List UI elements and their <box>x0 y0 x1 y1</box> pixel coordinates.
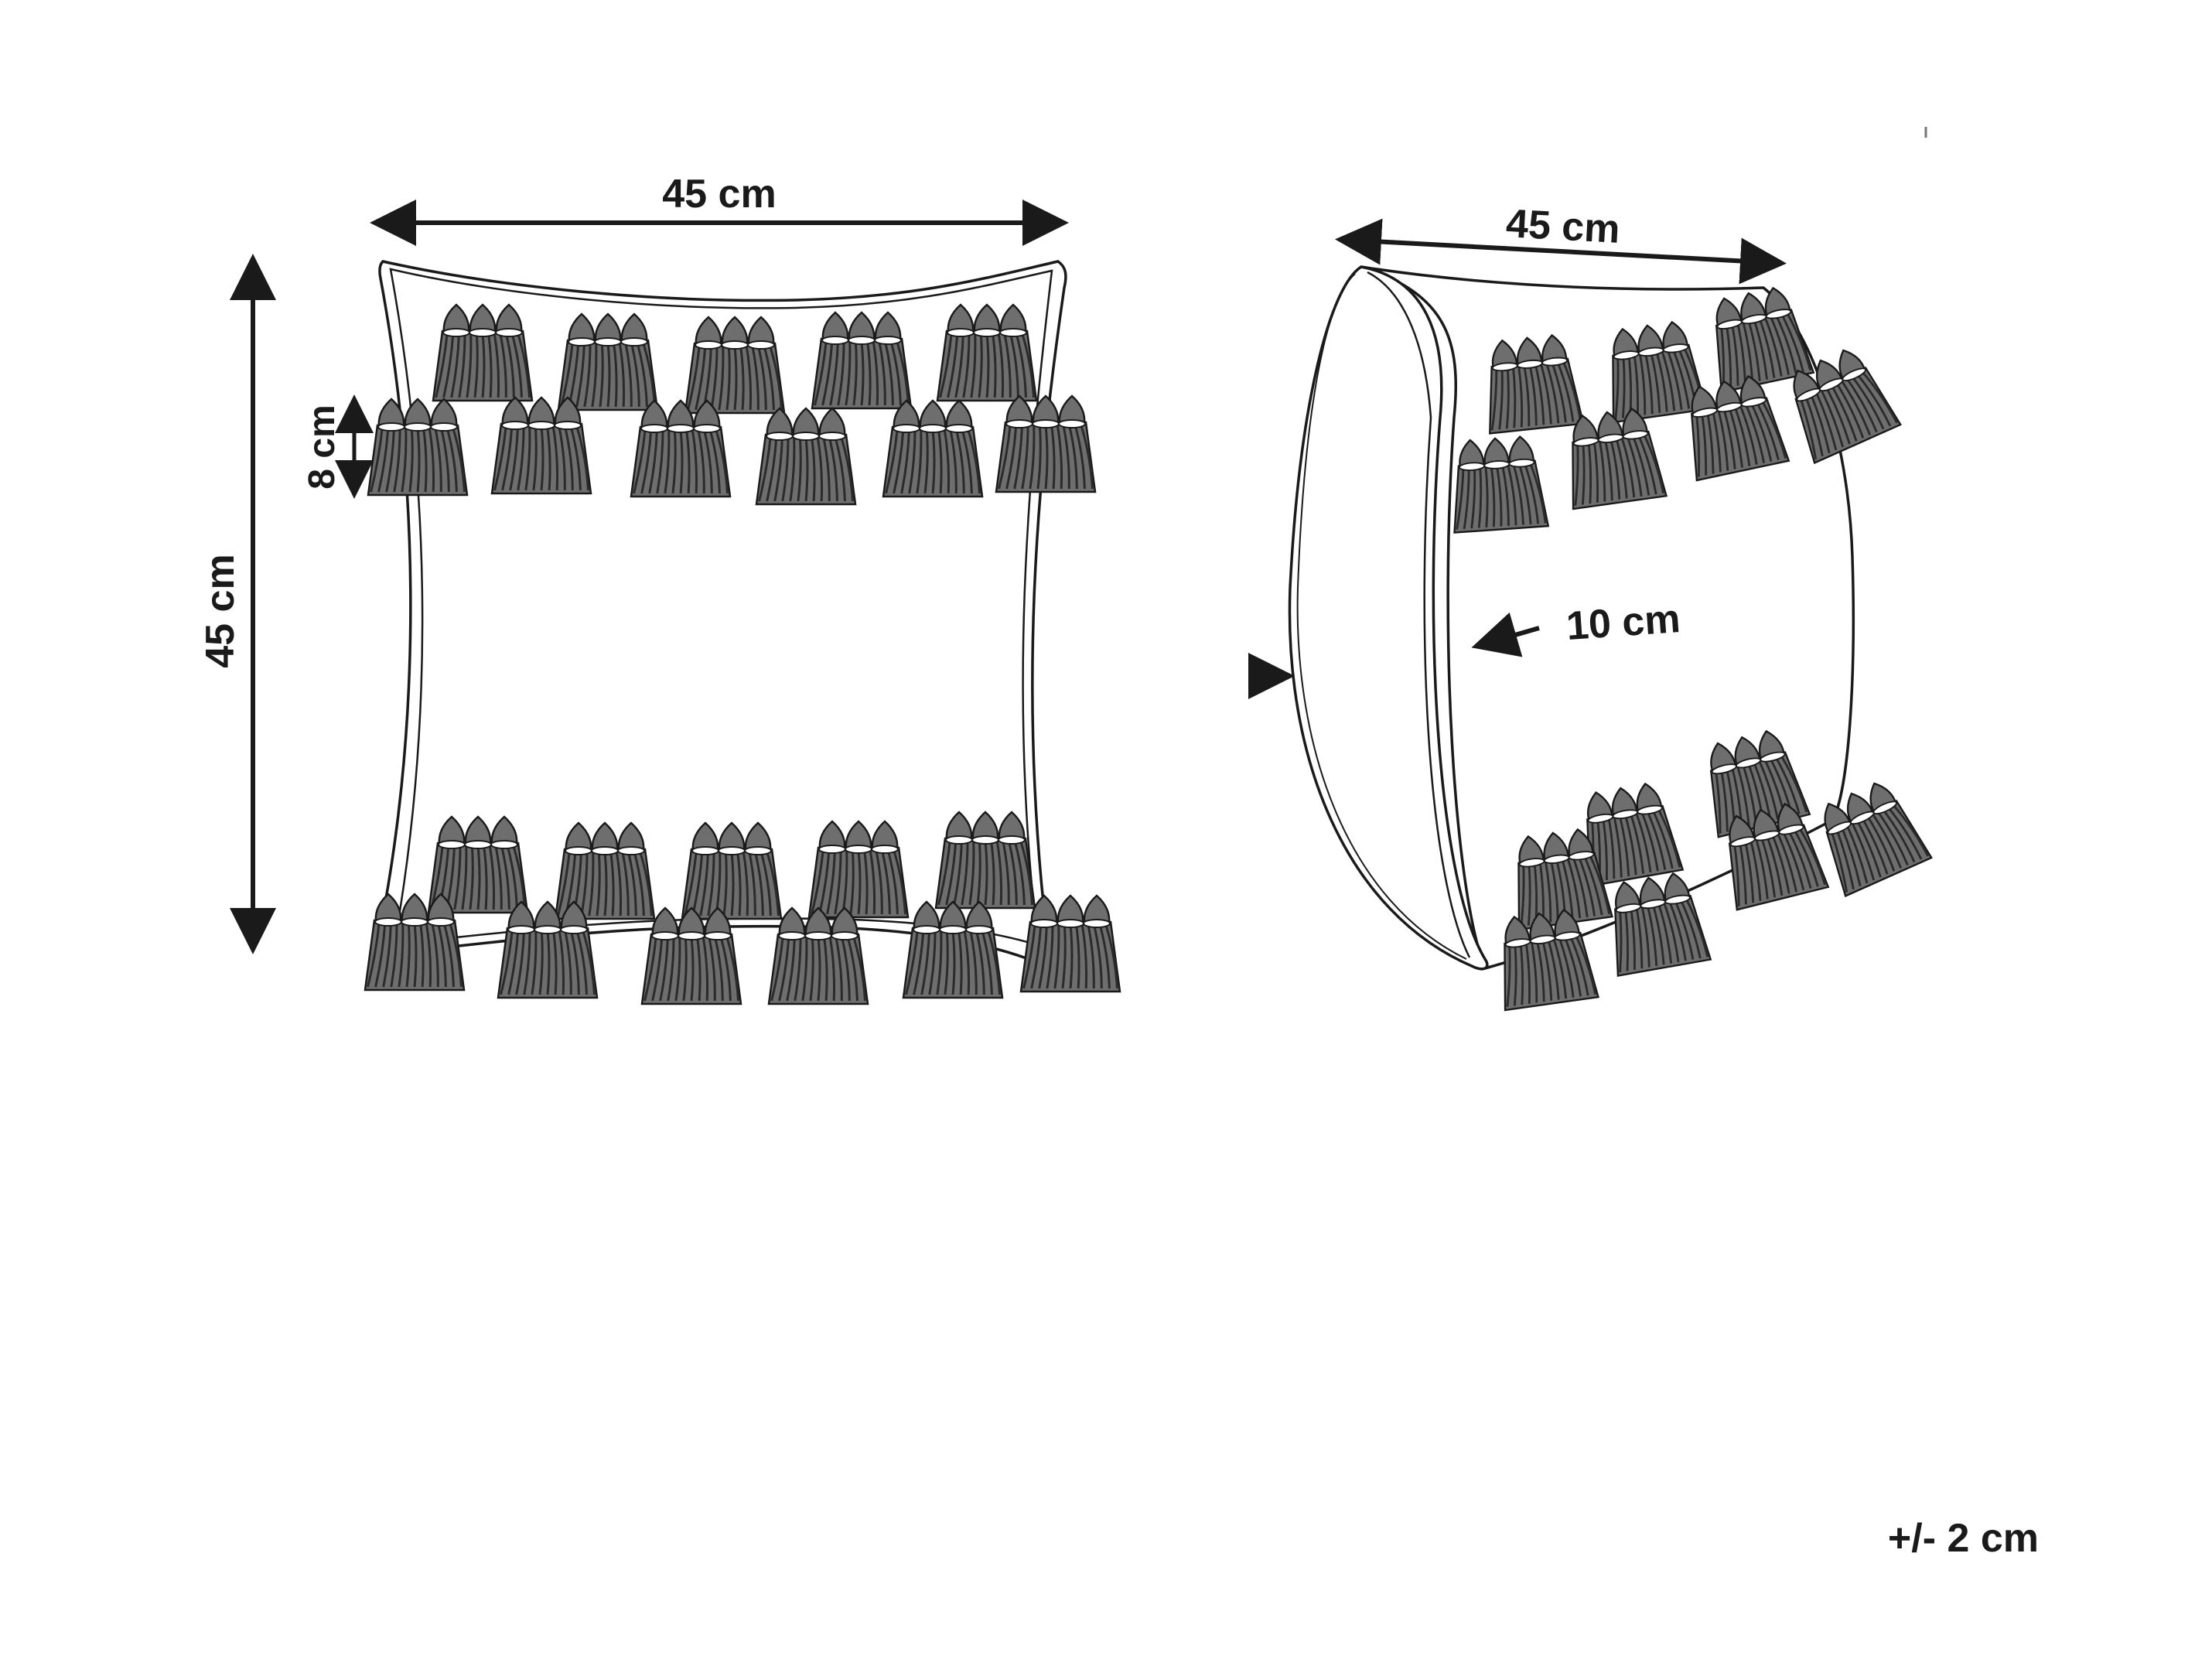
front-view: 45 cm 45 cm 8 cm <box>198 172 1121 1005</box>
tassel-cluster <box>934 811 1036 910</box>
tassel-cluster <box>640 906 742 1005</box>
tassel-cluster <box>432 303 534 402</box>
tassel-cluster <box>807 820 910 919</box>
tassel-cluster <box>554 821 656 920</box>
tassel-cluster <box>995 394 1097 493</box>
tassel-cluster <box>1715 286 1815 394</box>
tassel-cluster <box>630 399 732 498</box>
front-tassels <box>364 303 1121 1005</box>
side-tassels <box>1453 286 1933 1012</box>
tassel-cluster <box>1614 872 1712 978</box>
tassel-cluster <box>755 407 857 506</box>
tassel-cluster <box>1793 349 1902 465</box>
tassel-cluster <box>681 821 783 920</box>
tassel-cluster <box>1517 828 1613 931</box>
tolerance-label: +/- 2 cm <box>1888 1516 2039 1561</box>
tassel-cluster <box>811 311 913 410</box>
tassel-cluster <box>1019 894 1121 993</box>
tassel-cluster <box>1453 435 1550 534</box>
side-gusset-seam-2 <box>1296 273 1467 960</box>
side-width-arrow <box>1335 218 1787 285</box>
tassel-cluster <box>882 399 984 498</box>
side-gusset-seam <box>1367 271 1471 958</box>
tassel-cluster <box>1690 374 1790 482</box>
tassel-cluster <box>902 900 1004 999</box>
side-depth-label: 10 cm <box>1565 596 1681 649</box>
side-view: 45 cm 10 cm <box>1248 201 1933 1012</box>
tassel-cluster <box>1612 320 1708 424</box>
tassel-cluster <box>1504 908 1599 1012</box>
tassel-cluster <box>1824 782 1933 898</box>
side-depth-arrow-right <box>1471 612 1540 657</box>
front-width-label: 45 cm <box>662 172 776 217</box>
side-gusset <box>1288 265 1489 971</box>
tassel-cluster <box>1728 802 1830 911</box>
tassel-cluster <box>557 312 659 411</box>
tassel-cluster <box>684 316 786 415</box>
tassel-cluster <box>1572 407 1668 510</box>
tassel-cluster <box>367 398 469 497</box>
front-height-label: 45 cm <box>198 554 243 667</box>
tassel-cluster <box>767 906 869 1005</box>
tassel-cluster <box>490 396 592 495</box>
tassel-cluster <box>497 900 599 999</box>
tassel-length-label: 8 cm <box>302 405 343 489</box>
side-width-label: 45 cm <box>1505 201 1621 252</box>
tassel-cluster <box>364 893 466 992</box>
tassel-cluster <box>1586 782 1685 888</box>
tassel-cluster <box>936 303 1038 402</box>
